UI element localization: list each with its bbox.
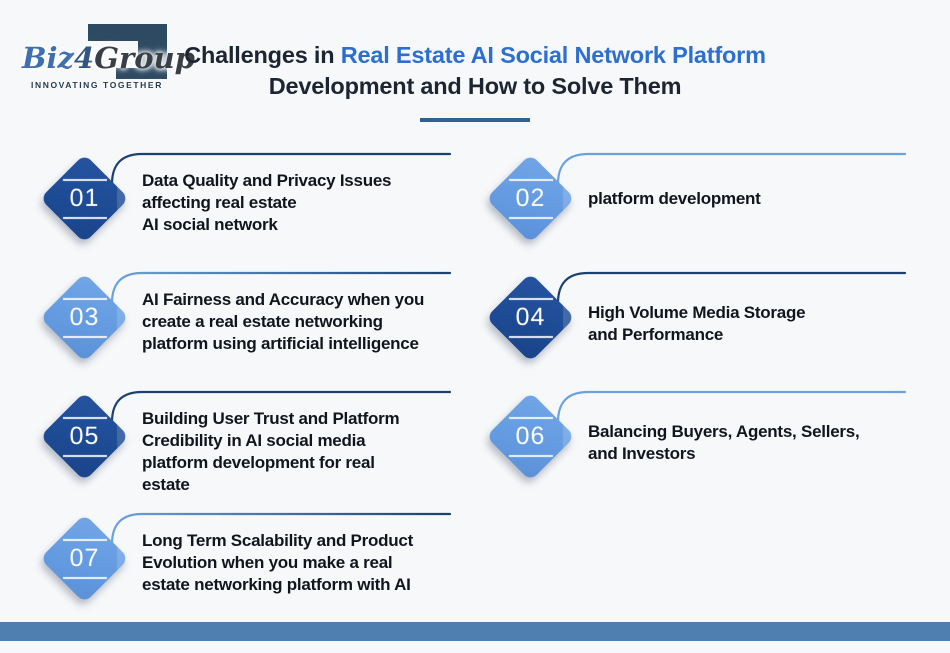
challenge-number-badge: 03 [39,272,130,363]
biz4group-logo: Biz4Group INNOVATING TOGETHER [18,18,195,98]
number-rule-bottom [508,216,553,219]
challenge-number-badge: 04 [485,272,576,363]
logo-bracket-icon [88,24,167,79]
number-rule-top [62,416,107,419]
number-rule-bottom [62,576,107,579]
challenge-text: Data Quality and Privacy Issues affectin… [142,171,392,234]
connector-line [556,390,907,424]
number-rule-top [508,178,553,181]
challenge-text: High Volume Media Storage and Performanc… [588,303,806,344]
challenge-number: 04 [515,302,546,331]
page-title: Challenges in Real Estate AI Social Netw… [0,40,950,122]
connector-line [110,390,452,424]
number-rule-bottom [62,454,107,457]
title-highlight: Real Estate AI Social Network Platform [340,42,766,68]
logo-wordmark: Biz4Group [22,44,195,73]
footer-accent-bar [0,622,950,641]
challenge-text: Balancing Buyers, Agents, Sellers, and I… [588,422,860,463]
challenge-number: 06 [515,421,546,450]
number-rule-bottom [508,335,553,338]
challenge-number: 02 [515,183,546,212]
title-underline [420,118,530,122]
number-rule-top [62,178,107,181]
number-rule-bottom [508,454,553,457]
number-rule-top [62,297,107,300]
number-rule-top [508,416,553,419]
challenge-number-badge: 07 [39,513,130,604]
logo-tagline: INNOVATING TOGETHER [31,80,163,90]
connector-line [556,152,907,186]
title-line-2: Development and How to Solve Them [268,73,682,99]
logo-digit-4: 4 [74,41,95,75]
title-line-1: Challenges in Real Estate AI Social Netw… [0,40,950,71]
connector-line [110,271,452,305]
title-prefix: Challenges in [184,42,341,68]
connector-line [556,271,907,305]
challenge-text: platform development [588,189,761,208]
number-rule-top [508,297,553,300]
number-rule-top [62,538,107,541]
challenge-number: 01 [69,183,100,212]
logo-word-biz: Biz [22,41,74,75]
challenge-number-badge: 05 [39,391,130,482]
challenge-text: AI Fairness and Accuracy when you create… [142,290,425,353]
number-rule-bottom [62,216,107,219]
challenge-number-badge: 02 [485,153,576,244]
challenge-text: Long Term Scalability and Product Evolut… [142,531,414,594]
connector-line [110,152,452,186]
logo-word-group: Group [94,41,195,75]
challenge-number: 05 [69,421,100,450]
challenge-number: 07 [69,543,100,572]
challenge-number-badge: 01 [39,153,130,244]
connector-line [110,512,452,546]
challenge-number: 03 [69,302,100,331]
challenge-text: Building User Trust and Platform Credibi… [142,409,400,494]
number-rule-bottom [62,335,107,338]
challenge-number-badge: 06 [485,391,576,482]
